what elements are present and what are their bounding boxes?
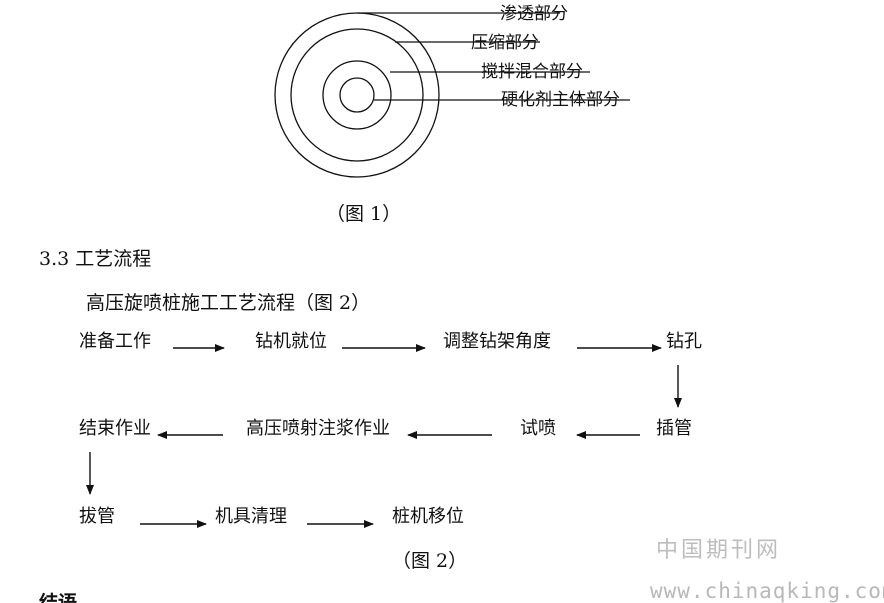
fig1-label-mixing: 搅拌混合部分 xyxy=(481,62,583,82)
watermark-site-name: 中国期刊网 xyxy=(656,538,782,563)
flow-step-test-spray: 试喷 xyxy=(520,418,556,439)
ring-core xyxy=(339,77,375,113)
flow-step-jet-grouting: 高压喷射注浆作业 xyxy=(246,418,390,439)
ring-outer xyxy=(274,12,440,178)
flow-step-prepare: 准备工作 xyxy=(79,331,151,352)
section-subheading: 高压旋喷桩施工工艺流程（图 2） xyxy=(86,292,371,314)
figure1-caption: （图 1） xyxy=(326,203,402,225)
flow-step-adjust-angle: 调整钻架角度 xyxy=(443,331,551,352)
flow-step-pull-pipe: 拔管 xyxy=(79,506,115,527)
flow-step-insert-pipe: 插管 xyxy=(656,418,692,439)
flow-step-clean-tools: 机具清理 xyxy=(215,506,287,527)
fig1-label-compression: 压缩部分 xyxy=(471,33,539,53)
watermark-url: www.chinaqking.com xyxy=(650,579,884,603)
fig1-label-seepage: 渗透部分 xyxy=(500,4,568,24)
flow-step-drilling: 钻孔 xyxy=(666,331,702,352)
flow-step-drill-position: 钻机就位 xyxy=(255,331,327,352)
ring-third xyxy=(322,60,392,130)
flow-step-finish: 结束作业 xyxy=(79,418,151,439)
ring-second xyxy=(290,28,424,162)
figure2-caption: （图 2） xyxy=(392,550,468,572)
flow-step-move-rig: 桩机移位 xyxy=(392,506,464,527)
section-heading: 3.3 工艺流程 xyxy=(39,248,152,270)
conclusion-heading-partial: 结语 xyxy=(39,592,78,603)
fig1-label-hardener-core: 硬化剂主体部分 xyxy=(501,90,620,110)
